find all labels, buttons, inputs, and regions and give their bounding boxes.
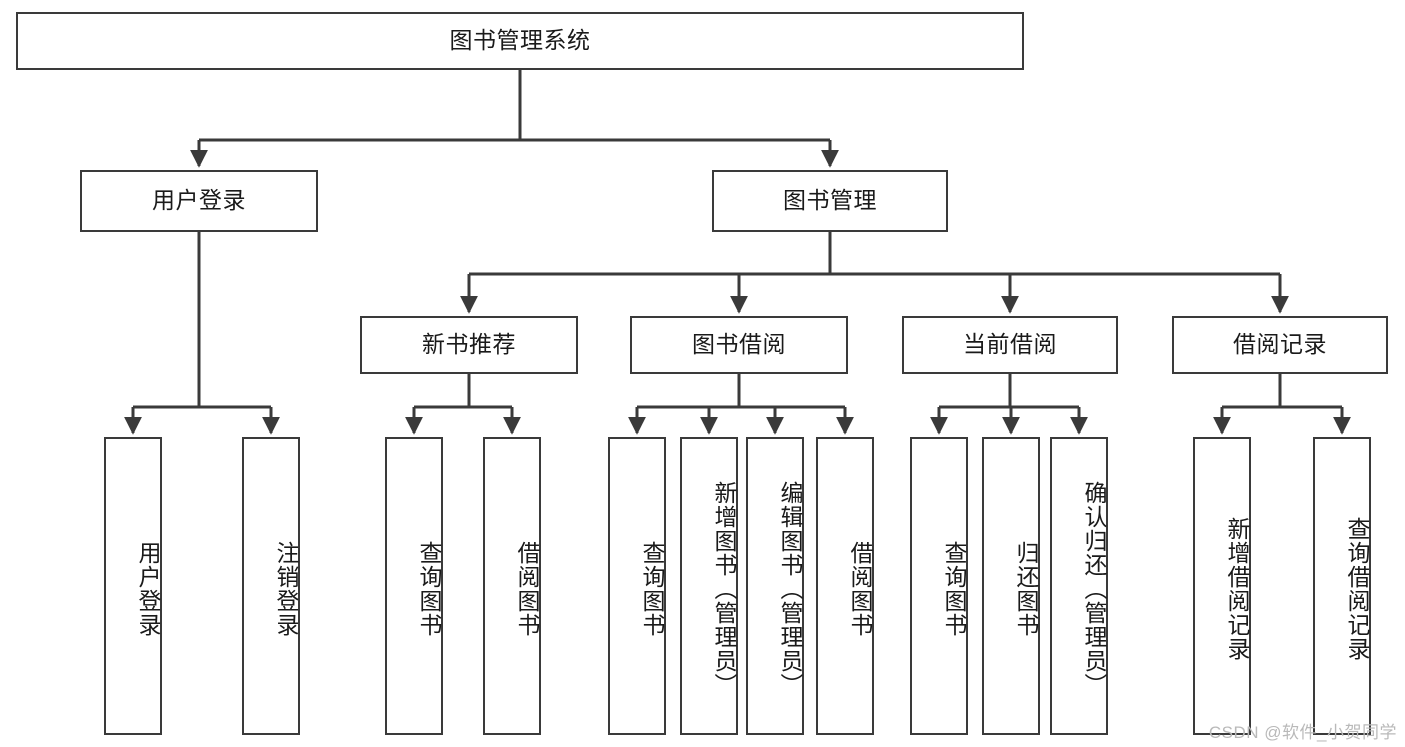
leaf-query-book-3[interactable]: 查询图书: [910, 437, 968, 735]
node-borrow-record-label: 借阅记录: [1233, 331, 1327, 358]
leaf-confirm-return[interactable]: 确认归还（管理员）: [1050, 437, 1108, 735]
leaf-query-book-1[interactable]: 查询图书: [385, 437, 443, 735]
leaf-query-book-2-label: 查询图书: [639, 541, 665, 637]
leaf-add-book[interactable]: 新增图书（管理员）: [680, 437, 738, 735]
leaf-borrow-book-1[interactable]: 借阅图书: [483, 437, 541, 735]
node-book-borrow-label: 图书借阅: [692, 331, 786, 358]
leaf-query-record[interactable]: 查询借阅记录: [1313, 437, 1371, 735]
node-root-label: 图书管理系统: [449, 27, 591, 54]
leaf-query-record-label: 查询借阅记录: [1344, 517, 1370, 661]
node-new-book-recommend[interactable]: 新书推荐: [360, 316, 578, 374]
leaf-edit-book[interactable]: 编辑图书（管理员）: [746, 437, 804, 735]
node-user-login-label: 用户登录: [152, 187, 246, 214]
leaf-user-login-label: 用户登录: [135, 541, 161, 637]
leaf-return-book-label: 归还图书: [1013, 541, 1039, 637]
node-current-borrow[interactable]: 当前借阅: [902, 316, 1118, 374]
leaf-user-login[interactable]: 用户登录: [104, 437, 162, 735]
node-user-login[interactable]: 用户登录: [80, 170, 318, 232]
node-root[interactable]: 图书管理系统: [16, 12, 1024, 70]
leaf-borrow-book-2[interactable]: 借阅图书: [816, 437, 874, 735]
leaf-borrow-book-2-label: 借阅图书: [847, 541, 873, 637]
node-current-borrow-label: 当前借阅: [963, 331, 1057, 358]
leaf-user-logout-label: 注销登录: [273, 541, 299, 637]
node-book-manage-label: 图书管理: [783, 187, 877, 214]
leaf-confirm-return-label: 确认归还（管理员）: [1081, 481, 1107, 697]
leaf-query-book-2[interactable]: 查询图书: [608, 437, 666, 735]
node-book-manage[interactable]: 图书管理: [712, 170, 948, 232]
node-new-book-recommend-label: 新书推荐: [422, 331, 516, 358]
leaf-add-record[interactable]: 新增借阅记录: [1193, 437, 1251, 735]
leaf-add-record-label: 新增借阅记录: [1224, 517, 1250, 661]
node-book-borrow[interactable]: 图书借阅: [630, 316, 848, 374]
leaf-query-book-1-label: 查询图书: [416, 541, 442, 637]
leaf-return-book[interactable]: 归还图书: [982, 437, 1040, 735]
leaf-query-book-3-label: 查询图书: [941, 541, 967, 637]
leaf-add-book-label: 新增图书（管理员）: [711, 481, 737, 697]
leaf-edit-book-label: 编辑图书（管理员）: [777, 481, 803, 697]
node-borrow-record[interactable]: 借阅记录: [1172, 316, 1388, 374]
leaf-user-logout[interactable]: 注销登录: [242, 437, 300, 735]
leaf-borrow-book-1-label: 借阅图书: [514, 541, 540, 637]
